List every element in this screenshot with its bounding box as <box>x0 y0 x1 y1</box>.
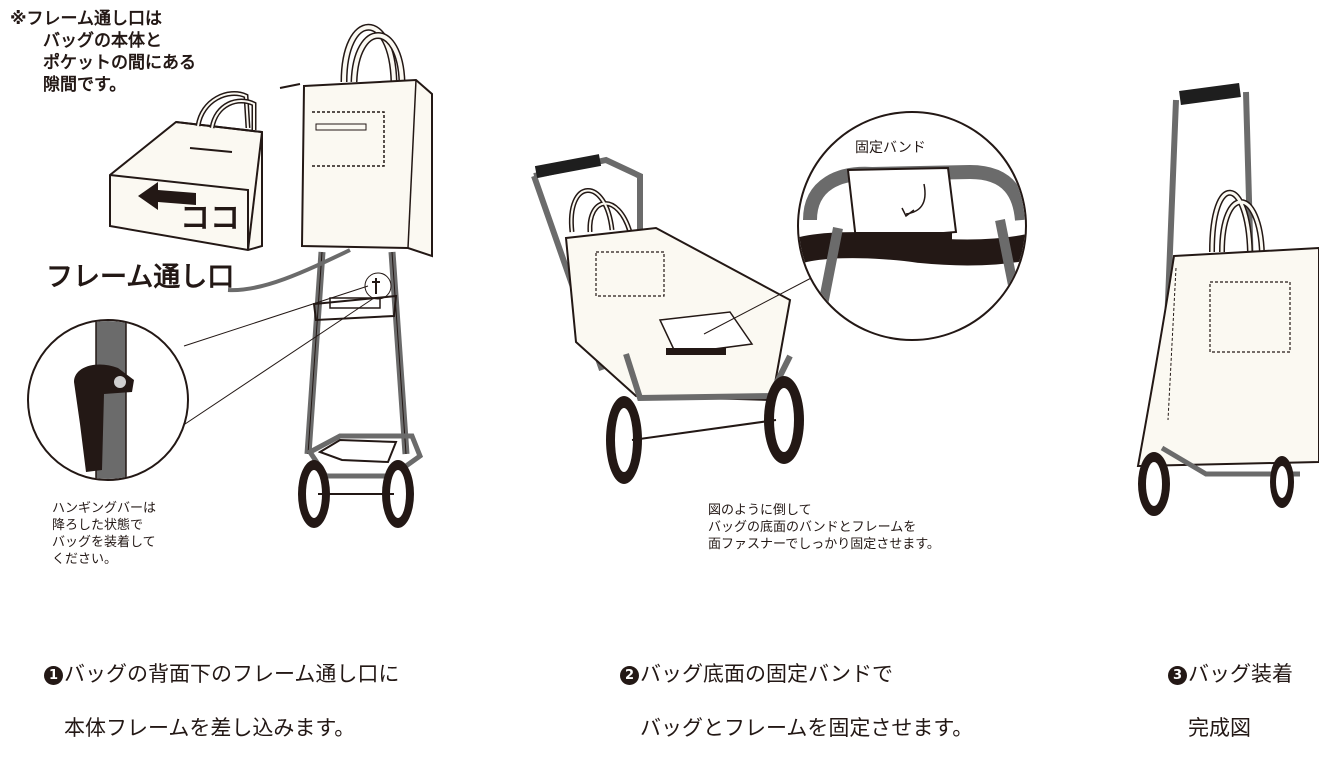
opening-leader-line <box>227 248 351 293</box>
step2-caption: 図のように倒して バッグの底面のバンドとフレームを 面ファスナーでしっかり固定さ… <box>708 503 940 552</box>
hanging-bar-caption: ハンギングバーは 降ろした状態で バッグを装着して ください。 <box>52 501 157 567</box>
insert-arrow <box>138 182 196 210</box>
small-bag-detail <box>109 91 263 252</box>
illustration-canvas <box>27 23 1319 528</box>
step2-line2: バッグとフレームを固定させます。 <box>640 716 974 740</box>
step2-line1: バッグ底面の固定バンドで <box>640 662 894 686</box>
fixing-band-zoom <box>797 111 1027 341</box>
frame-opening-label: フレーム通し口 <box>46 262 235 293</box>
step1-line1: バッグの背面下のフレーム通し口に <box>64 662 400 686</box>
step1-line2: 本体フレームを差し込みます。 <box>64 716 356 740</box>
step1-illustration <box>27 23 433 528</box>
cart-with-bag-step1 <box>279 23 433 528</box>
frame-opening-note-line1: ※フレーム通し口は <box>10 9 163 29</box>
hanging-bar-zoom <box>27 319 189 481</box>
step2-illustration <box>531 111 1027 484</box>
step-number-badge: 1 <box>44 666 63 685</box>
koko-label: ココ <box>180 201 240 236</box>
step-number-badge: 3 <box>1168 666 1187 685</box>
frame-opening-note-line3: ポケットの間にある <box>43 53 196 73</box>
frame-opening-note-line2: バッグの本体と <box>43 31 162 51</box>
step-number-badge: 2 <box>620 666 639 685</box>
step3-line2: 完成図 <box>1188 716 1251 740</box>
step3-illustration <box>1136 83 1319 516</box>
fixing-band-label: 固定バンド <box>855 140 926 156</box>
step3-line1: バッグ装着 <box>1188 662 1293 686</box>
frame-opening-note-line4: 隙間です。 <box>43 75 127 95</box>
